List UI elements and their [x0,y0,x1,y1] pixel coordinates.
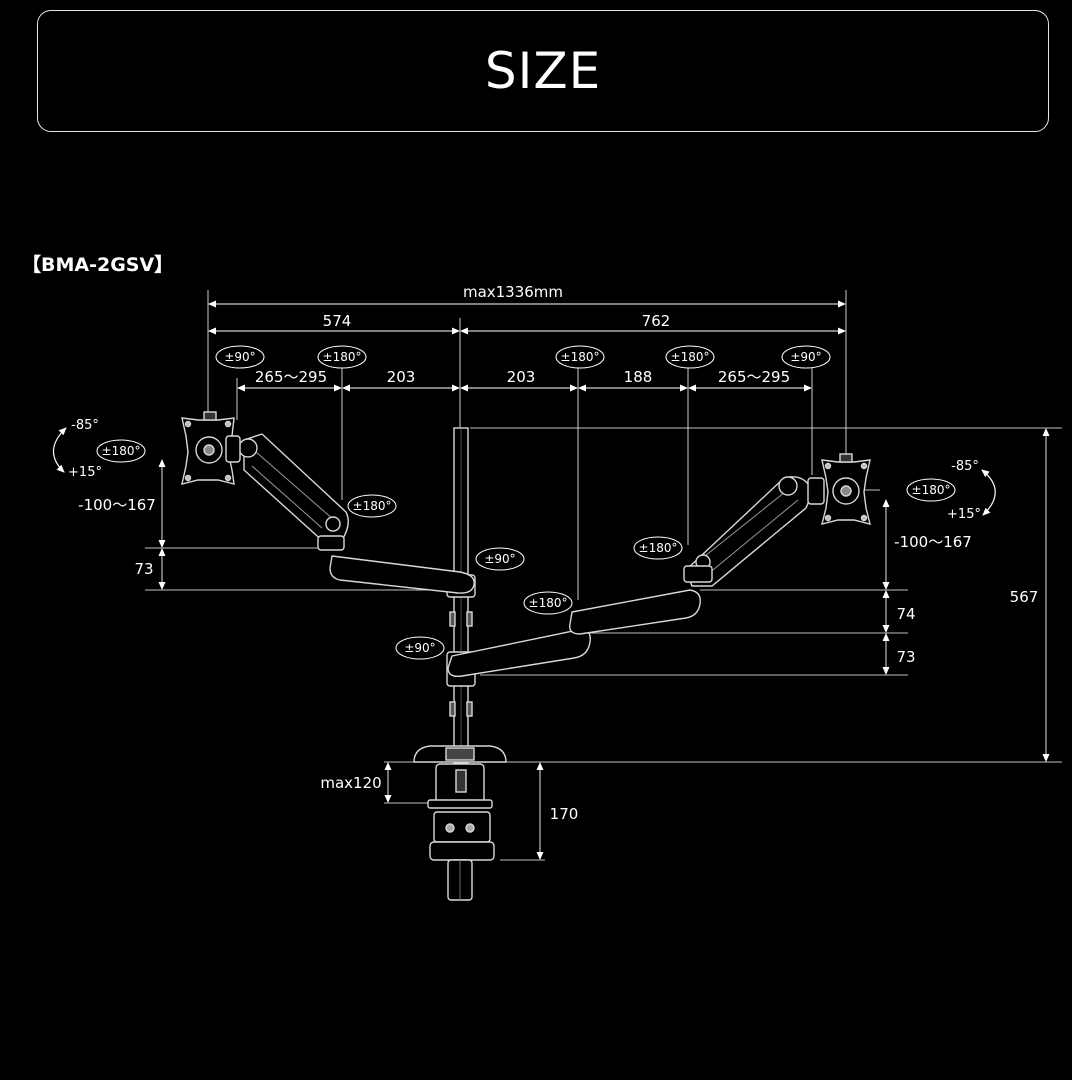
page-title: SIZE [484,42,602,100]
svg-text:±180°: ±180° [639,541,678,555]
dim-r-height-range: -100〜167 [894,533,972,551]
svg-text:±90°: ±90° [404,641,435,655]
angle-badge-r-pole: ±90° [395,636,445,660]
tilt-indicators: -85° +15° -85° +15° [52,418,996,522]
svg-text:±180°: ±180° [102,444,141,458]
angle-badge-l-elbow-top: ±180° [317,345,367,369]
dim-r-lower-gap: 74 [896,605,915,623]
svg-text:±180°: ±180° [671,350,710,364]
clamp-bottom [429,841,495,861]
angle-badge-r-j1-top: ±180° [555,345,605,369]
angle-badge-l-swivel: ±180° [96,439,146,463]
dim-right-span: 762 [642,312,671,330]
angle-badge-l-vesa-top: ±90° [215,345,265,369]
dim-l-vesa-joint: 265〜295 [255,368,327,386]
dim-total: max1336mm [463,283,563,301]
dim-clamp-height: 170 [550,805,579,823]
angle-badge-r-vesa-top: ±90° [781,345,831,369]
l-tilt-down: +15° [68,465,102,480]
r-lower-arm [447,629,591,678]
angle-badge-l-pole: ±90° [475,547,525,571]
dim-l-arm-height: 73 [134,560,153,578]
svg-text:±180°: ±180° [529,596,568,610]
dim-l-joint-pole: 203 [387,368,416,386]
l-lower-arm [329,555,475,594]
r-mid-arm [569,589,701,635]
dim-r-pole-joint1: 203 [507,368,536,386]
angle-badge-r-j2-top: ±180° [665,345,715,369]
svg-text:±90°: ±90° [790,350,821,364]
angle-badge-r-elbow: ±180° [633,536,683,560]
angle-badges: ±90° ±180° ±180° ±180° ±90° ±180° ±180° … [96,345,956,660]
angle-badge-r-mid: ±180° [523,591,573,615]
dim-r-joint2-vesa: 265〜295 [718,368,790,386]
angle-badge-r-swivel: ±180° [906,478,956,502]
svg-text:±90°: ±90° [224,350,255,364]
svg-text:±180°: ±180° [353,499,392,513]
angle-badge-l-elbow: ±180° [347,494,397,518]
svg-text:±180°: ±180° [561,350,600,364]
dim-r-arm-height: 73 [896,648,915,666]
svg-text:±180°: ±180° [323,350,362,364]
dim-left-span: 574 [323,312,352,330]
svg-text:±180°: ±180° [912,483,951,497]
model-label: 【BMA-2GSV】 [22,254,174,276]
dimension-labels: max1336mm 574 762 265〜295 203 203 188 26… [78,283,1038,823]
monitor-arm-drawing [181,411,871,901]
dim-l-height-range: -100〜167 [78,496,156,514]
dimension-lines [158,300,1050,860]
dim-desk-thickness: max120 [320,774,381,792]
r-tilt-down: +15° [947,507,981,522]
dim-pole-height: 567 [1010,588,1039,606]
dim-r-joint1-joint2: 188 [624,368,653,386]
header-box: SIZE [37,10,1049,132]
svg-text:±90°: ±90° [484,552,515,566]
l-tilt-up: -85° [71,418,99,433]
r-tilt-up: -85° [951,459,979,474]
